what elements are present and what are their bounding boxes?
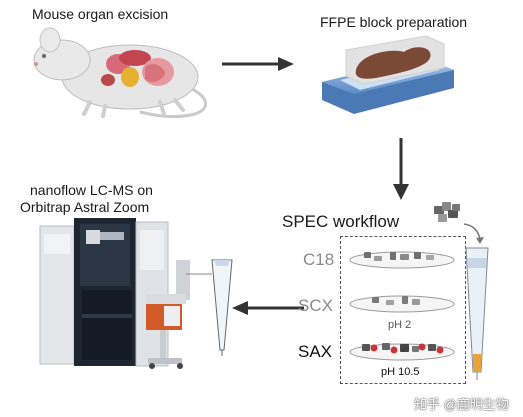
lcms-label-line1: nanoflow LC-MS on (30, 182, 153, 198)
lcms-label-line2: Orbitrap Astral Zoom (20, 199, 150, 215)
spec-layers (349, 251, 455, 361)
watermark: 知乎 @鹿明生物 (414, 397, 509, 412)
peptide-cluster-icon (434, 202, 460, 222)
curved-arrow-icon (463, 223, 484, 244)
ph-label-scx: pH 2 (388, 319, 412, 331)
ffpe-block-icon (322, 35, 454, 114)
mouse-icon (33, 27, 208, 119)
pipette-tip-icon (465, 247, 489, 380)
arrow-left-icon (232, 301, 304, 315)
spec-dashed-box (340, 236, 466, 384)
ffpe-label: FFPE block preparation (320, 14, 468, 30)
phase-label-scx: SCX (298, 296, 333, 315)
ph-label-sax: pH 10.5 (381, 366, 420, 378)
lcms-instrument-icon (39, 218, 233, 369)
spec-workflow-title: SPEC workflow (282, 212, 400, 231)
arrow-right-icon (222, 57, 294, 71)
excision-label: Mouse organ excision (32, 6, 169, 22)
peptide-icon (364, 252, 434, 261)
phase-label-c18: C18 (303, 250, 335, 269)
arrow-down-icon (393, 138, 409, 200)
phase-label-sax: SAX (298, 342, 333, 361)
